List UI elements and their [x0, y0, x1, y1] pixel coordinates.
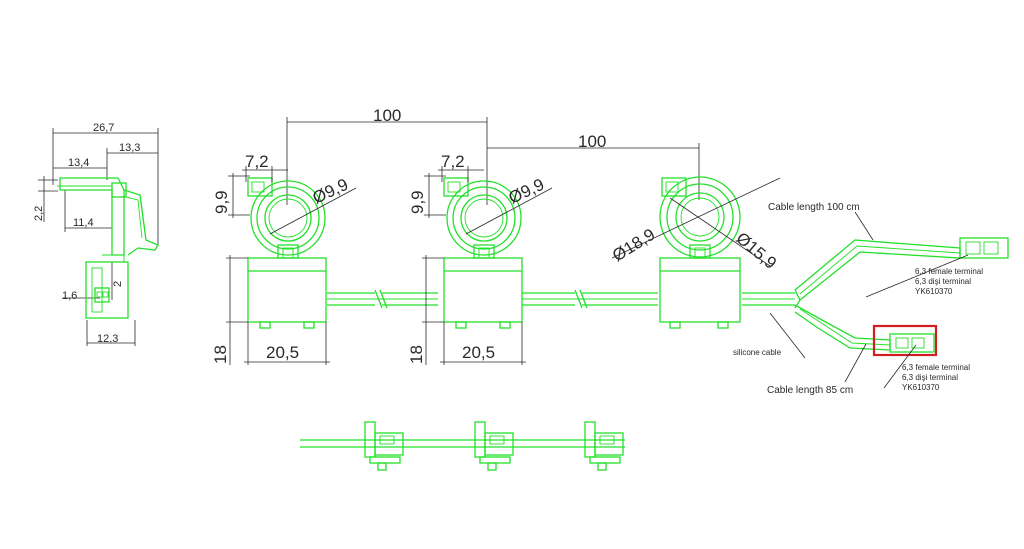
- dim-body-height-2: 18: [407, 345, 426, 364]
- dim-clip-width-1: 7,2: [245, 152, 269, 171]
- dim-hole-dia-2: Ø9,9: [506, 175, 547, 208]
- dim-pitch-1: 100: [373, 106, 401, 125]
- side-view: 26,7 13,4 13,3 2,2 11,4 1,6 2 12,3: [33, 122, 159, 346]
- cable-length-lower: Cable length 85 cm: [767, 385, 853, 396]
- silicone-cable-label: silicone cable: [733, 348, 782, 357]
- bottom-unit-2: [474, 421, 514, 471]
- terminal-highlight-box: [872, 324, 938, 357]
- dim-outer-dia: Ø18,9: [609, 225, 658, 266]
- terminal-lower-line-2: 6,3 dişi terminal: [902, 373, 958, 382]
- bottom-unit-1: [364, 421, 404, 471]
- dim-overall-width: 26,7: [93, 122, 114, 134]
- dim-left-width: 13,4: [68, 157, 89, 169]
- cable-run: [327, 289, 801, 309]
- terminal-lower-line-3: YK610370: [902, 383, 940, 392]
- dim-inner-width: 11,4: [73, 217, 94, 229]
- dim-body-width-2: 20,5: [462, 343, 495, 362]
- terminal-upper-line-3: YK610370: [915, 287, 953, 296]
- dim-body-height-1: 18: [211, 345, 230, 364]
- bottom-unit-3: [584, 421, 624, 471]
- terminal-upper-line-2: 6,3 dişi terminal: [915, 277, 971, 286]
- dim-body-width-1: 20,5: [266, 343, 299, 362]
- unit-1: 7,2 9,9 Ø9,9 20,5 18: [211, 152, 357, 365]
- dim-base-width: 12,3: [97, 333, 118, 345]
- branch-upper: Cable length 100 cm 6,3 female terminal …: [768, 202, 1009, 301]
- dim-pin-offset: 1,6: [62, 290, 77, 302]
- dim-pitch-2: 100: [578, 132, 606, 151]
- dim-pin-height: 2: [112, 281, 124, 287]
- terminal-lower-line-1: 6,3 female terminal: [902, 363, 970, 372]
- main-view: 100 100: [211, 106, 1009, 396]
- branch-lower: silicone cable Cable length 85 cm 6,3 fe…: [733, 304, 970, 396]
- dim-clip-height-2: 9,9: [408, 190, 427, 214]
- terminal-upper-line-1: 6,3 female terminal: [915, 267, 983, 276]
- dim-clip-width-2: 7,2: [441, 152, 465, 171]
- dim-height: 2,2: [33, 206, 45, 221]
- cable-length-upper: Cable length 100 cm: [768, 202, 860, 213]
- dim-clip-height-1: 9,9: [212, 190, 231, 214]
- dim-hole-dia-1: Ø9,9: [310, 175, 351, 208]
- unit-2: 7,2 9,9 Ø9,9 20,5 18: [407, 152, 553, 365]
- bottom-view: [300, 421, 625, 471]
- dim-right-width: 13,3: [119, 142, 140, 154]
